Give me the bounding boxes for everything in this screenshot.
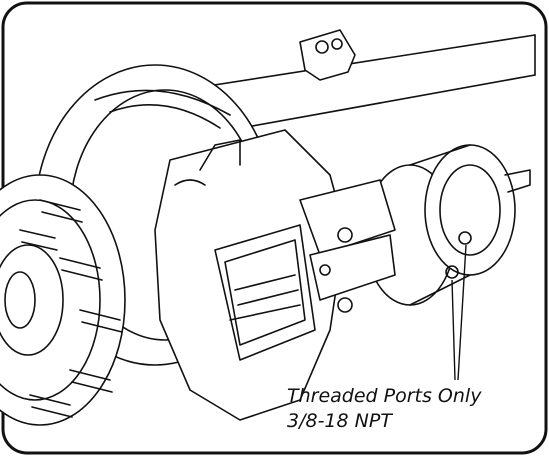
push-rod-housing [299, 179, 396, 313]
callout-label-line2: 3/8-18 NPT [287, 410, 392, 432]
mounting-bracket [299, 29, 356, 81]
caliper-body [154, 129, 346, 421]
callout-label-line1: Threaded Ports Only [287, 385, 482, 407]
wheel-studs [19, 199, 123, 418]
wheel-hub [0, 174, 126, 426]
callout-leaders [451, 244, 467, 381]
